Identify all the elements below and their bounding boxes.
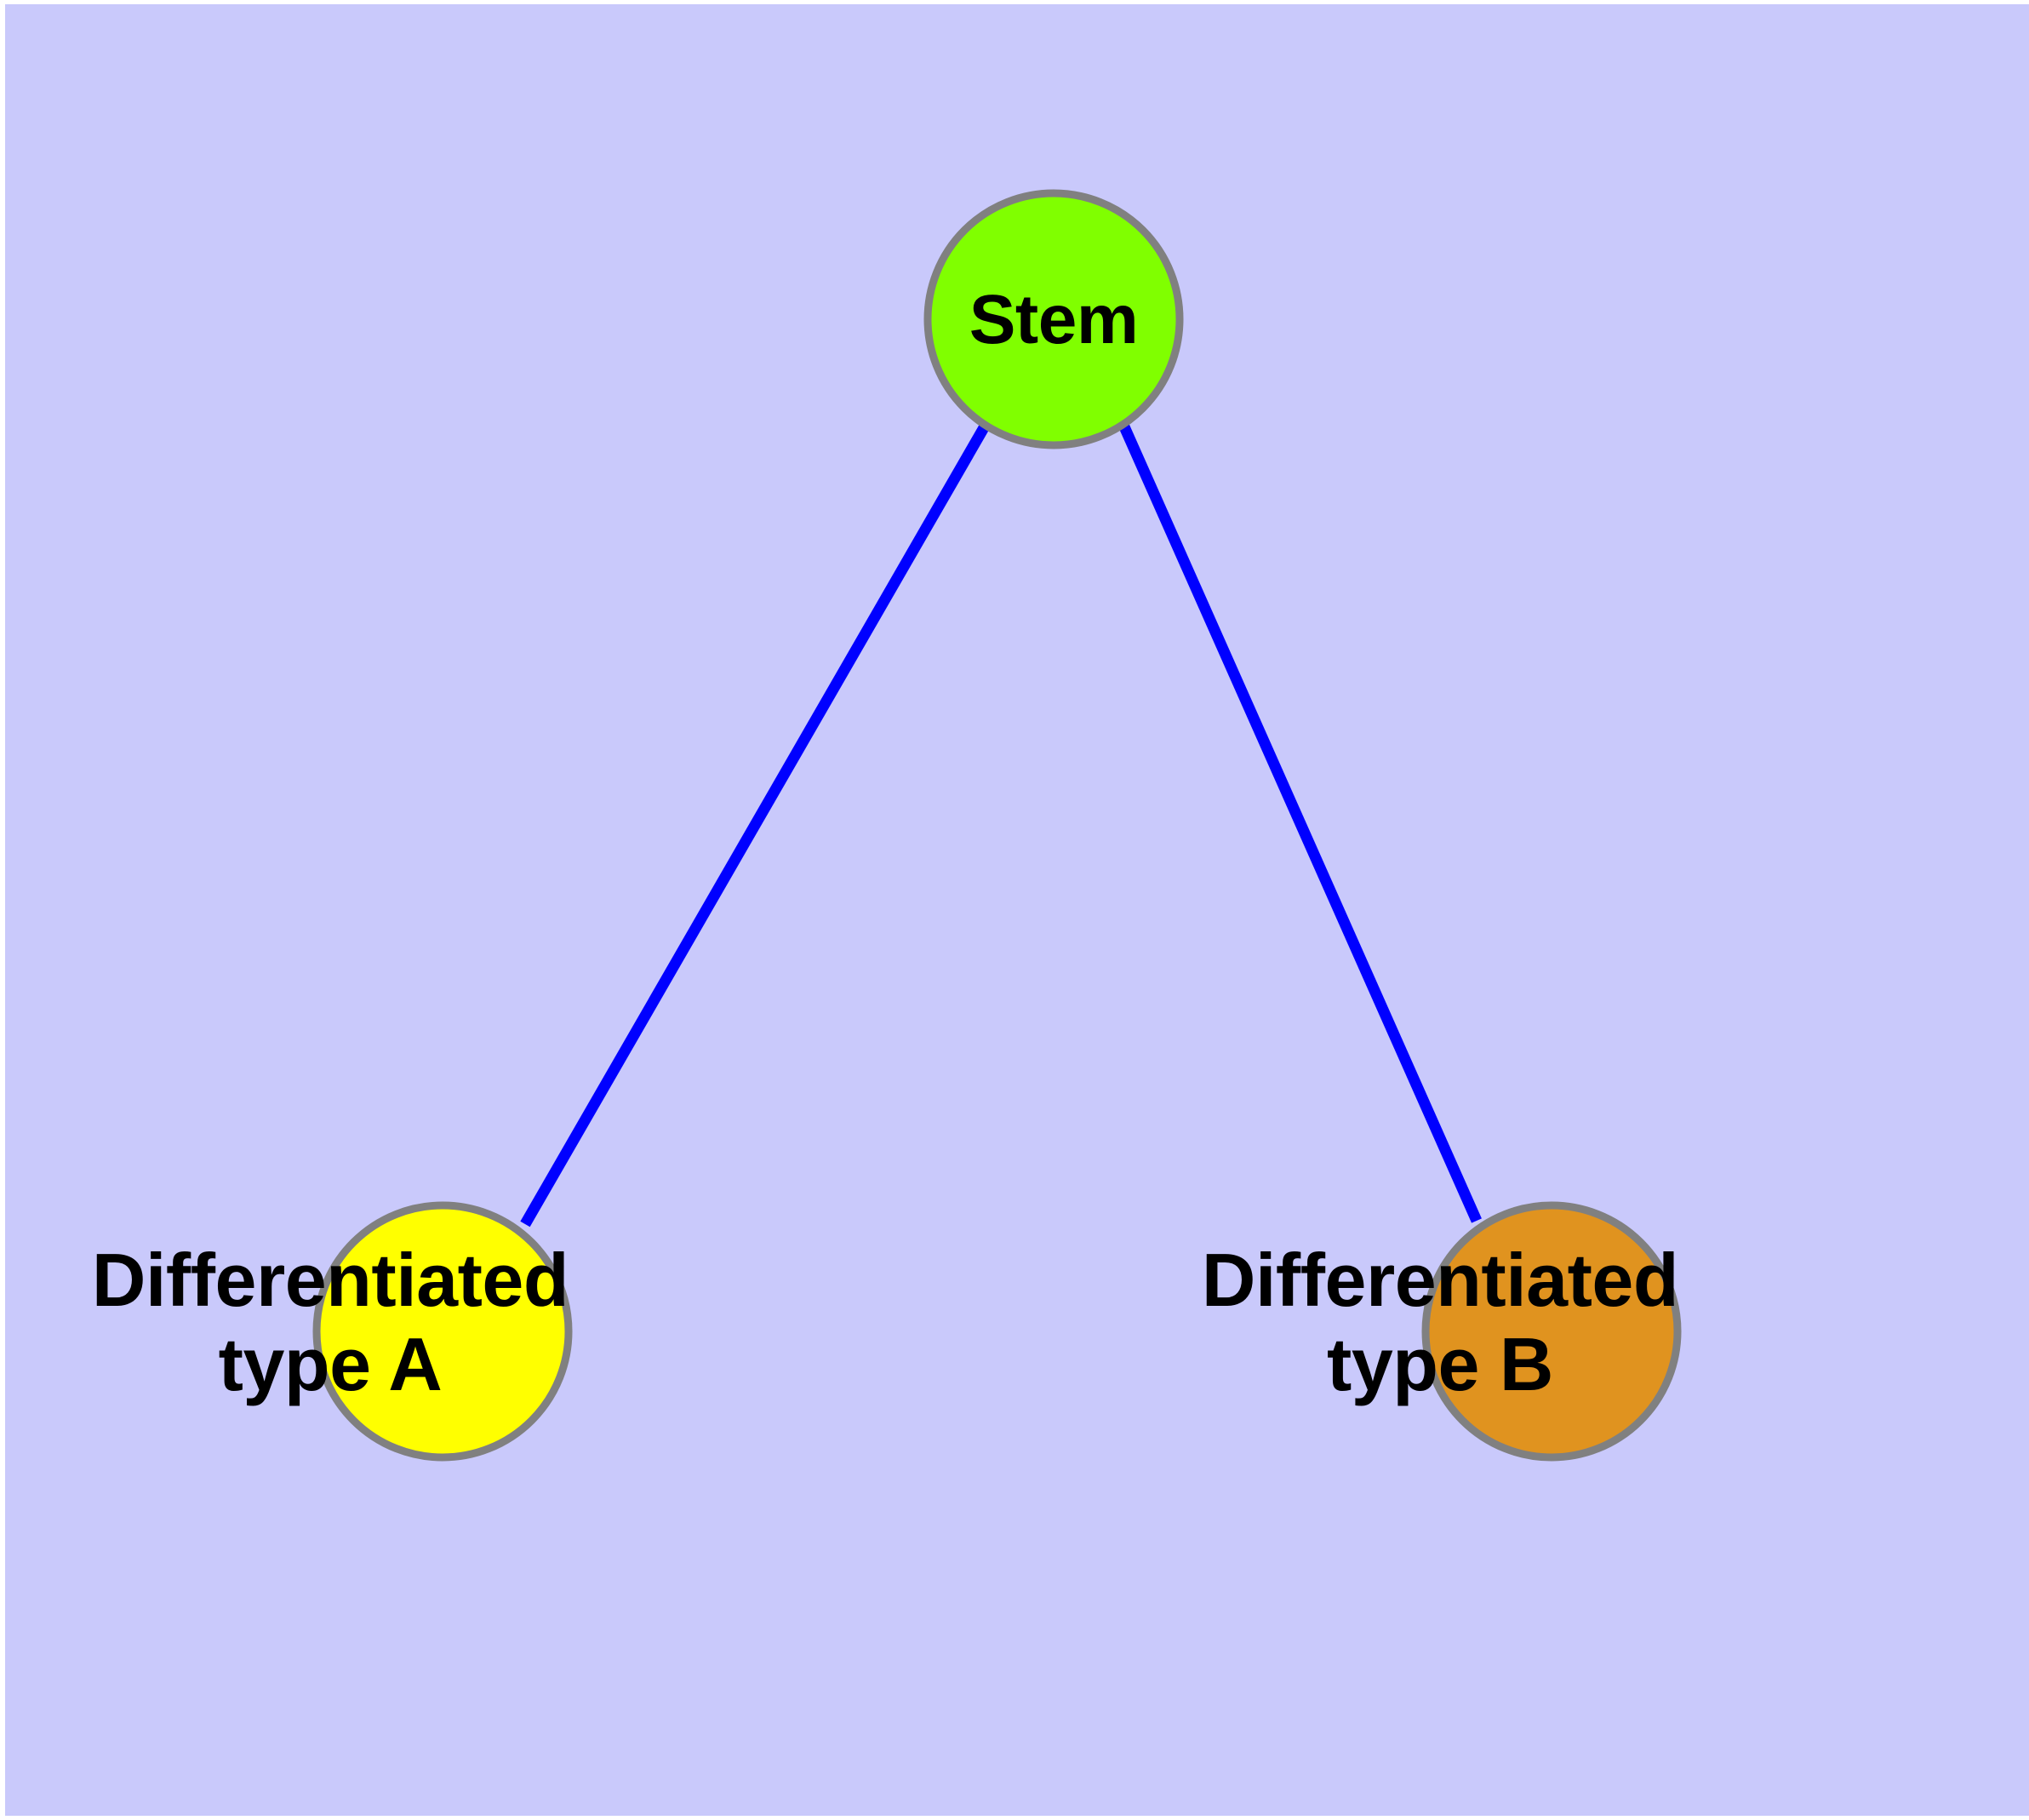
node-layer bbox=[312, 189, 1682, 1462]
node-differentiated-type-a[interactable] bbox=[312, 1201, 573, 1462]
edge-layer bbox=[520, 421, 1482, 1228]
node-differentiated-type-b[interactable] bbox=[1421, 1201, 1682, 1462]
node-stem[interactable] bbox=[923, 189, 1184, 449]
edge-stem-to-differentiated-a bbox=[520, 421, 991, 1228]
edge-stem-to-differentiated-b bbox=[1118, 422, 1482, 1223]
